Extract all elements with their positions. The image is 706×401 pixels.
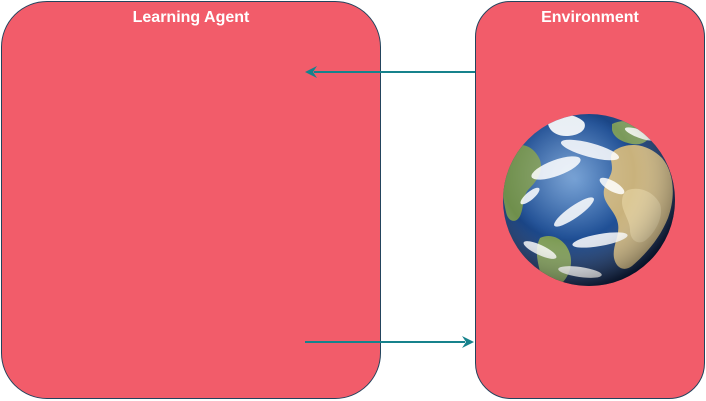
learning-agent-title: Learning Agent [132,9,250,26]
learning-agent-box: Learning Agent [1,1,381,399]
feedback-arrow [305,66,475,78]
action-arrow [305,336,474,348]
environment-title: Environment [541,9,639,26]
earth-globe-icon [503,114,675,286]
